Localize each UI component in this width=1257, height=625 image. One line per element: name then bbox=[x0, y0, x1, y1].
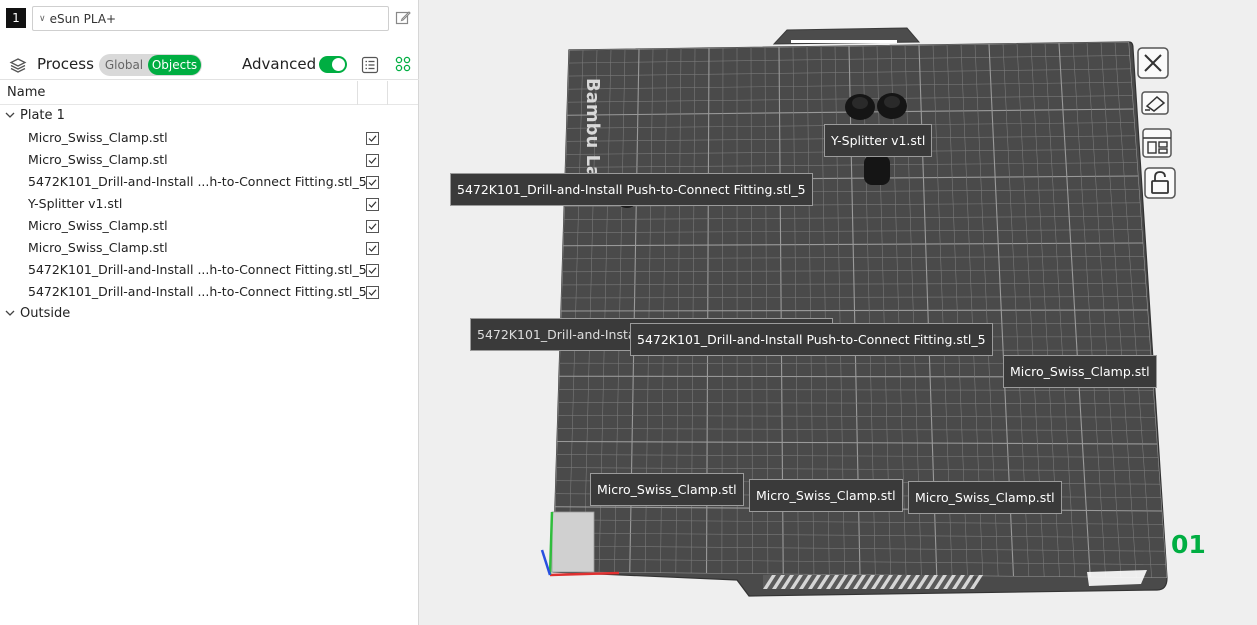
filament-index-badge[interactable]: 1 bbox=[6, 8, 26, 28]
checkbox-checked-icon[interactable] bbox=[366, 132, 379, 145]
process-bar: Process Global Objects Advanced bbox=[0, 50, 419, 80]
filament-row: 1 ∨ eSun PLA+ bbox=[0, 0, 419, 38]
outside-label: Outside bbox=[20, 306, 71, 321]
object-row[interactable]: 5472K101_Drill-and-Install ...h-to-Conne… bbox=[0, 259, 418, 281]
tree-group-plate[interactable]: Plate 1 bbox=[0, 105, 418, 127]
tree-group-outside[interactable]: Outside bbox=[0, 303, 418, 325]
object-name: 5472K101_Drill-and-Install ...h-to-Conne… bbox=[28, 174, 367, 189]
clamp-label[interactable]: Micro_Swiss_Clamp.stl bbox=[590, 473, 744, 506]
toggle-knob bbox=[332, 58, 345, 71]
object-sidebar: 1 ∨ eSun PLA+ Process Global Objects Adv… bbox=[0, 0, 419, 625]
chevron-down-icon[interactable] bbox=[4, 307, 16, 319]
checkbox-checked-icon[interactable] bbox=[366, 286, 379, 299]
object-row[interactable]: Micro_Swiss_Clamp.stl bbox=[0, 149, 418, 171]
parameter-list-icon[interactable] bbox=[361, 56, 379, 74]
column-divider bbox=[357, 81, 358, 105]
object-name: 5472K101_Drill-and-Install ...h-to-Conne… bbox=[28, 284, 367, 299]
auto-orient-icon[interactable] bbox=[1138, 86, 1172, 120]
y-splitter-label[interactable]: Y-Splitter v1.stl bbox=[824, 124, 933, 157]
layers-icon bbox=[9, 58, 27, 73]
name-column-header[interactable]: Name bbox=[7, 85, 46, 100]
object-name: Micro_Swiss_Clamp.stl bbox=[28, 240, 168, 255]
process-label: Process bbox=[37, 55, 94, 73]
filament-select[interactable]: ∨ eSun PLA+ bbox=[32, 6, 389, 31]
chevron-down-icon: ∨ bbox=[39, 13, 46, 24]
global-objects-switch: Global Objects bbox=[99, 54, 202, 76]
clamp-label[interactable]: Micro_Swiss_Clamp.stl bbox=[749, 479, 903, 512]
origin-cube bbox=[551, 511, 595, 573]
y-axis bbox=[548, 511, 554, 576]
lock-icon[interactable] bbox=[1143, 166, 1177, 200]
object-list-header: Name bbox=[0, 81, 418, 105]
3d-viewport[interactable]: Bambu Lab Y-Splitter v1.stl 5472K101_Dri… bbox=[419, 0, 1257, 625]
object-name: 5472K101_Drill-and-Install ...h-to-Conne… bbox=[28, 262, 367, 277]
checkbox-checked-icon[interactable] bbox=[366, 264, 379, 277]
fitting-label[interactable]: 5472K101_Drill-and-Install Push-to-Conne… bbox=[630, 323, 993, 356]
object-row[interactable]: 5472K101_Drill-and-Install ...h-to-Conne… bbox=[0, 171, 418, 193]
brand-text: Bambu Lab bbox=[582, 78, 603, 191]
object-row[interactable]: Micro_Swiss_Clamp.stl bbox=[0, 127, 418, 149]
filament-name: eSun PLA+ bbox=[49, 11, 117, 26]
checkbox-checked-icon[interactable] bbox=[366, 220, 379, 233]
arrange-icon[interactable] bbox=[1140, 126, 1174, 160]
clamp-label[interactable]: Micro_Swiss_Clamp.stl bbox=[908, 481, 1062, 514]
object-row[interactable]: Y-Splitter v1.stl bbox=[0, 193, 418, 215]
y-splitter-model[interactable] bbox=[845, 93, 907, 185]
object-row[interactable]: Micro_Swiss_Clamp.stl bbox=[0, 237, 418, 259]
plate-number[interactable]: 01 bbox=[1171, 530, 1206, 559]
object-row[interactable]: 5472K101_Drill-and-Install ...h-to-Conne… bbox=[0, 281, 418, 303]
x-axis bbox=[549, 571, 620, 577]
clamp-label[interactable]: Micro_Swiss_Clamp.stl bbox=[1003, 355, 1157, 388]
checkbox-checked-icon[interactable] bbox=[366, 198, 379, 211]
object-name: Micro_Swiss_Clamp.stl bbox=[28, 152, 168, 167]
objects-tab[interactable]: Objects bbox=[148, 55, 201, 75]
edit-icon[interactable] bbox=[395, 10, 411, 26]
z-axis bbox=[540, 549, 552, 576]
checkbox-checked-icon[interactable] bbox=[366, 154, 379, 167]
object-row[interactable]: Micro_Swiss_Clamp.stl bbox=[0, 215, 418, 237]
chevron-down-icon[interactable] bbox=[4, 109, 16, 121]
object-name: Micro_Swiss_Clamp.stl bbox=[28, 130, 168, 145]
compare-icon[interactable] bbox=[395, 56, 411, 72]
fitting-label[interactable]: 5472K101_Drill-and-Install Push-to-Conne… bbox=[450, 173, 813, 206]
build-plate: Bambu Lab bbox=[540, 27, 1168, 597]
advanced-label: Advanced bbox=[242, 55, 317, 73]
object-name: Micro_Swiss_Clamp.stl bbox=[28, 218, 168, 233]
checkbox-checked-icon[interactable] bbox=[366, 242, 379, 255]
plate-stripes bbox=[763, 575, 983, 589]
advanced-toggle[interactable] bbox=[319, 56, 347, 73]
object-name: Y-Splitter v1.stl bbox=[28, 196, 123, 211]
column-divider bbox=[387, 81, 388, 105]
checkbox-checked-icon[interactable] bbox=[366, 176, 379, 189]
close-icon[interactable] bbox=[1136, 46, 1170, 80]
global-tab[interactable]: Global bbox=[104, 58, 144, 72]
plate-label: Plate 1 bbox=[20, 108, 65, 123]
